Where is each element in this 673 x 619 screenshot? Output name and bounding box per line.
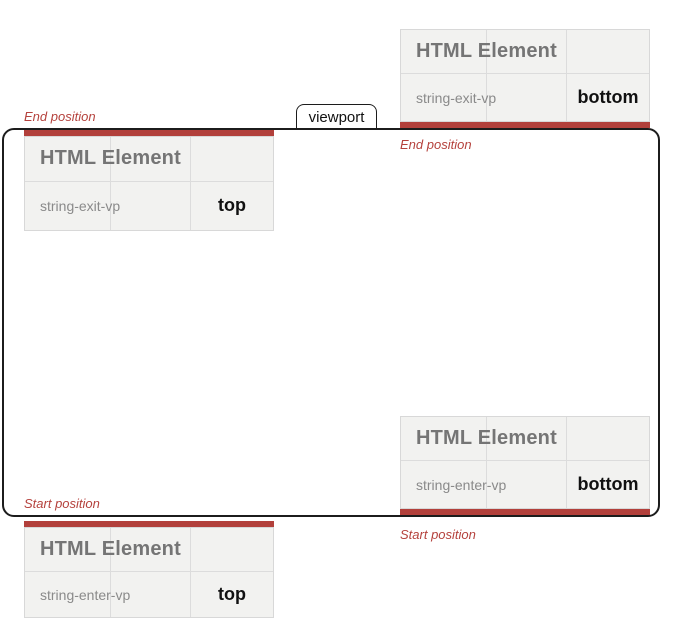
grid-line-vertical	[110, 528, 111, 617]
element-title: HTML Element	[416, 40, 557, 62]
grid-line-horizontal	[401, 73, 649, 74]
element-property: string-exit-vp	[416, 89, 497, 106]
annotation-start-position-right: Start position	[400, 527, 476, 542]
element-box: HTML Element string-exit-vp top	[24, 136, 274, 231]
annotation-start-position-left: Start position	[24, 496, 100, 511]
grid-line-vertical	[190, 528, 191, 617]
element-title: HTML Element	[40, 147, 181, 169]
element-edge-value: top	[218, 584, 246, 604]
element-card-enter-bottom: HTML Element string-enter-vp bottom	[400, 416, 650, 515]
element-card-exit-top: HTML Element string-exit-vp top	[24, 130, 274, 231]
position-marker-bar	[400, 509, 650, 515]
element-edge-value: top	[218, 195, 246, 215]
viewport-label-tab: viewport	[296, 104, 377, 129]
grid-line-vertical	[486, 417, 487, 508]
grid-line-horizontal	[25, 571, 273, 572]
element-property: string-enter-vp	[40, 586, 131, 603]
element-edge-value: bottom	[577, 474, 639, 494]
element-box: HTML Element string-enter-vp bottom	[400, 416, 650, 509]
grid-line-horizontal	[401, 460, 649, 461]
viewport-label: viewport	[308, 108, 365, 126]
grid-line-vertical	[486, 30, 487, 121]
element-edge-value: bottom	[577, 87, 639, 107]
element-box: HTML Element string-enter-vp top	[24, 527, 274, 618]
element-card-enter-top: HTML Element string-enter-vp top	[24, 521, 274, 618]
position-marker-bar	[400, 122, 650, 128]
position-marker-bar	[24, 521, 274, 527]
position-marker-bar	[24, 130, 274, 136]
element-property: string-exit-vp	[40, 197, 121, 214]
element-property: string-enter-vp	[416, 476, 507, 493]
grid-line-horizontal	[25, 181, 273, 182]
element-title: HTML Element	[416, 427, 557, 449]
grid-line-vertical	[566, 30, 567, 121]
grid-line-vertical	[190, 137, 191, 230]
annotation-end-position-left: End position	[24, 109, 96, 124]
annotation-end-position-right: End position	[400, 137, 472, 152]
grid-line-vertical	[110, 137, 111, 230]
viewport-outline	[2, 128, 660, 517]
element-box: HTML Element string-exit-vp bottom	[400, 29, 650, 122]
element-card-exit-bottom: HTML Element string-exit-vp bottom	[400, 29, 650, 128]
element-title: HTML Element	[40, 538, 181, 560]
grid-line-vertical	[566, 417, 567, 508]
